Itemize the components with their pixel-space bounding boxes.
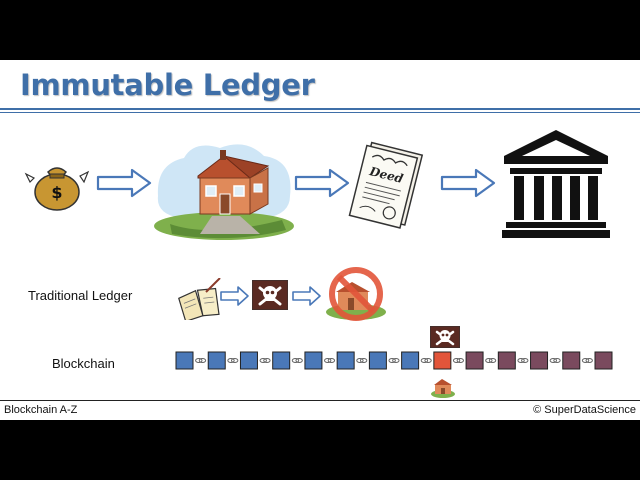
- chain-link-icon: [259, 358, 271, 363]
- chain-link-icon: [227, 358, 239, 363]
- traditional-ledger-label: Traditional Ledger: [28, 288, 133, 303]
- block: [304, 351, 323, 370]
- skull-crossbones-icon: [430, 326, 460, 348]
- chain-link-icon: [581, 358, 593, 363]
- chain-link-icon: [452, 358, 464, 363]
- house-icon: [154, 144, 294, 240]
- chain-link-icon: [485, 358, 497, 363]
- chain-link-icon: [388, 358, 400, 363]
- chain-link-icon: [549, 358, 561, 363]
- block: [401, 351, 420, 370]
- arrow-right-icon: [96, 168, 152, 198]
- footer-divider: [0, 400, 640, 401]
- chain-link-icon: [420, 358, 432, 363]
- invalidated-block: [497, 351, 516, 370]
- footer-copyright: © SuperDataScience: [533, 404, 636, 416]
- chain-link-icon: [324, 358, 336, 363]
- money-bag-icon: $: [24, 167, 90, 211]
- blockchain-chain: [175, 351, 613, 370]
- arrow-right-icon: [292, 286, 321, 306]
- title-divider: [0, 108, 640, 110]
- tampered-block: [433, 351, 452, 370]
- invalidated-block: [530, 351, 549, 370]
- deed-document-icon: Deed: [348, 141, 424, 229]
- block: [207, 351, 226, 370]
- invalidated-block: [594, 351, 613, 370]
- skull-crossbones-icon: [252, 280, 288, 310]
- blockchain-label: Blockchain: [52, 356, 115, 371]
- title-divider-thin: [0, 112, 640, 113]
- svg-text:$: $: [51, 183, 62, 202]
- footer-course-name: Blockchain A-Z: [4, 404, 78, 416]
- arrow-right-icon: [220, 286, 249, 306]
- invalidated-block: [465, 351, 484, 370]
- chain-link-icon: [291, 358, 303, 363]
- chain-link-icon: [517, 358, 529, 363]
- invalidated-block: [562, 351, 581, 370]
- arrow-right-icon: [440, 168, 496, 198]
- chain-link-icon: [195, 358, 207, 363]
- block: [368, 351, 387, 370]
- ledger-book-icon: [178, 278, 221, 320]
- chain-link-icon: [356, 358, 368, 363]
- arrow-right-icon: [294, 168, 350, 198]
- block: [239, 351, 258, 370]
- block: [175, 351, 194, 370]
- slide-title: Immutable Ledger: [20, 68, 315, 102]
- small-house-icon: [431, 379, 455, 398]
- house-prohibited-icon: [326, 267, 386, 321]
- block: [336, 351, 355, 370]
- block: [272, 351, 291, 370]
- bank-building-icon: [502, 130, 610, 238]
- slide: Immutable Ledger $ Deed: [0, 60, 640, 420]
